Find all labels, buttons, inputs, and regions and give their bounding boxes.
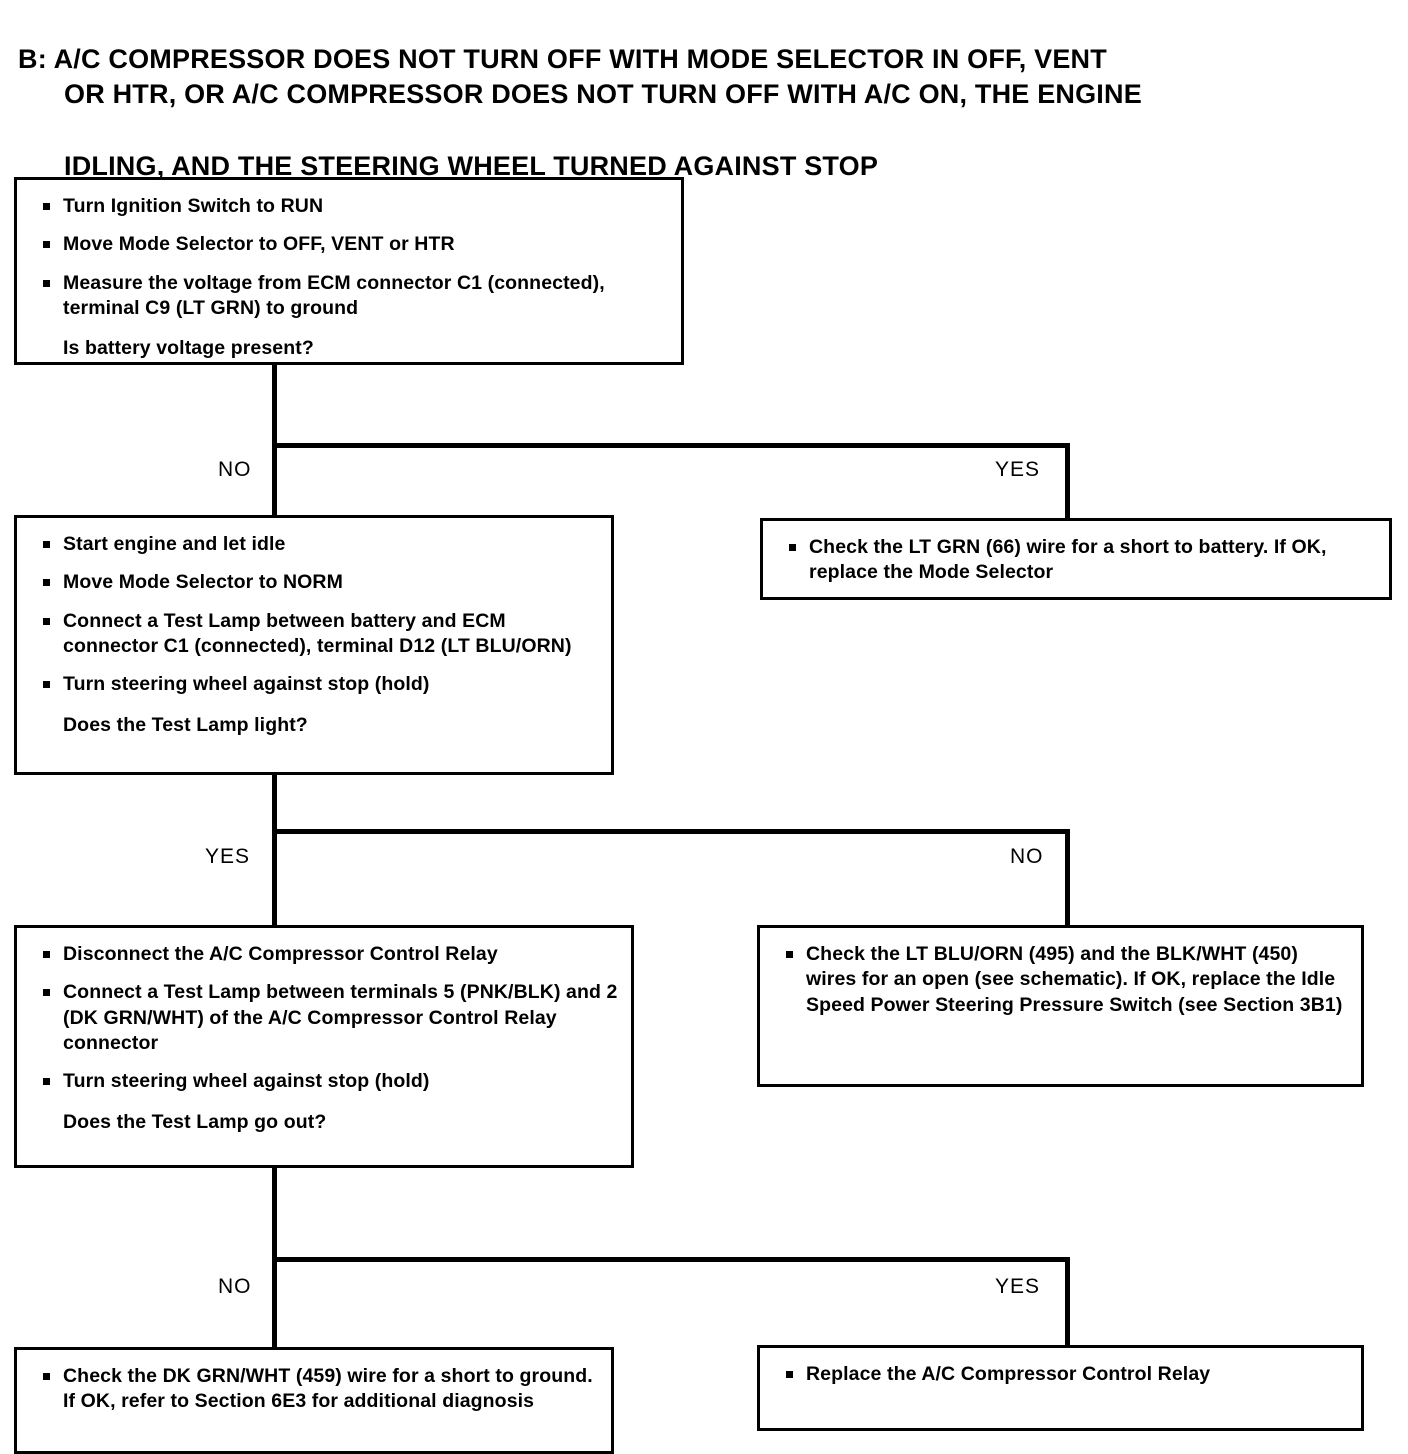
- list-item: Check the LT BLU/ORN (495) and the BLK/W…: [772, 942, 1349, 1018]
- list-item: Move Mode Selector to OFF, VENT or HTR: [29, 232, 669, 257]
- connector-step3-branch-bar: [272, 1257, 1070, 1262]
- list-item-text: Connect a Test Lamp between terminals 5 …: [63, 981, 618, 1055]
- connector-step3-stem: [272, 1168, 277, 1263]
- step-3-question: Does the Test Lamp go out?: [63, 1110, 327, 1133]
- list-item: Measure the voltage from ECM connector C…: [29, 271, 669, 322]
- list-item-text: Replace the A/C Compressor Control Relay: [806, 1363, 1211, 1385]
- list-item: Disconnect the A/C Compressor Control Re…: [29, 942, 619, 967]
- list-item: Replace the A/C Compressor Control Relay: [772, 1362, 1349, 1387]
- connector-step2-no-drop: [1065, 829, 1070, 925]
- bullet-icon: [43, 1373, 50, 1380]
- list-item-text: Start engine and let idle: [63, 533, 286, 555]
- step-3-yes-box: Replace the A/C Compressor Control Relay: [757, 1345, 1364, 1431]
- step-3-no-item-list: Check the DK GRN/WHT (459) wire for a sh…: [29, 1364, 599, 1415]
- step-3-box: Disconnect the A/C Compressor Control Re…: [14, 925, 634, 1168]
- connector-step3-yes-drop: [1065, 1257, 1070, 1349]
- step-1-yes-box: Check the LT GRN (66) wire for a short t…: [760, 518, 1392, 600]
- bullet-icon: [43, 1078, 50, 1086]
- title-line-2: OR HTR, OR A/C COMPRESSOR DOES NOT TURN …: [64, 79, 1142, 110]
- list-item-text: Check the DK GRN/WHT (459) wire for a sh…: [63, 1365, 593, 1413]
- bullet-icon: [43, 951, 50, 958]
- list-item-text: Connect a Test Lamp between battery and …: [63, 609, 572, 658]
- step-1-box: Turn Ignition Switch to RUN Move Mode Se…: [14, 177, 684, 365]
- list-item: Check the DK GRN/WHT (459) wire for a sh…: [29, 1364, 599, 1415]
- bullet-icon: [43, 579, 50, 587]
- connector-step2-branch-bar: [272, 829, 1070, 834]
- list-item-text: Check the LT BLU/ORN (495) and the BLK/W…: [806, 943, 1343, 1016]
- list-item: Turn steering wheel against stop (hold): [29, 1069, 619, 1094]
- list-item: Turn steering wheel against stop (hold): [29, 672, 599, 697]
- list-item: Connect a Test Lamp between terminals 5 …: [29, 980, 619, 1056]
- list-item-text: Check the LT GRN (66) wire for a short t…: [809, 536, 1327, 584]
- bullet-icon: [43, 989, 50, 997]
- list-item-text: Disconnect the A/C Compressor Control Re…: [63, 943, 498, 965]
- list-item: Connect a Test Lamp between battery and …: [29, 609, 599, 660]
- bullet-icon: [43, 681, 50, 689]
- list-item-text: Turn steering wheel against stop (hold): [63, 1070, 430, 1093]
- step-2-item-list: Start engine and let idle Move Mode Sele…: [29, 532, 599, 698]
- bullet-icon: [789, 544, 796, 551]
- branch-label-yes-1: YES: [995, 458, 1041, 481]
- list-item: Start engine and let idle: [29, 532, 599, 557]
- branch-label-no-2: NO: [1010, 845, 1044, 868]
- step-2-no-box: Check the LT BLU/ORN (495) and the BLK/W…: [757, 925, 1364, 1087]
- step-3-item-list: Disconnect the A/C Compressor Control Re…: [29, 942, 619, 1095]
- step-2-question: Does the Test Lamp light?: [63, 713, 308, 736]
- list-item: Turn Ignition Switch to RUN: [29, 194, 669, 219]
- list-item-text: Move Mode Selector to OFF, VENT or HTR: [63, 233, 455, 256]
- list-item-text: Move Mode Selector to NORM: [63, 571, 343, 594]
- step-2-box: Start engine and let idle Move Mode Sele…: [14, 515, 614, 775]
- branch-label-no-1: NO: [218, 458, 252, 481]
- connector-step1-yes-drop: [1065, 443, 1070, 518]
- bullet-icon: [43, 541, 50, 548]
- page-title: B: A/C COMPRESSOR DOES NOT TURN OFF WITH…: [18, 6, 1358, 220]
- list-item-text: Turn Ignition Switch to RUN: [63, 195, 324, 217]
- step-1-item-list: Turn Ignition Switch to RUN Move Mode Se…: [29, 194, 669, 321]
- connector-step1-branch-bar: [272, 443, 1070, 448]
- bullet-icon: [43, 203, 50, 210]
- branch-label-yes-3: YES: [995, 1275, 1041, 1298]
- list-item-text: Measure the voltage from ECM connector C…: [63, 271, 605, 320]
- connector-step3-no-drop: [272, 1257, 277, 1349]
- title-line-1: B: A/C COMPRESSOR DOES NOT TURN OFF WITH…: [18, 43, 1107, 74]
- step-2-no-item-list: Check the LT BLU/ORN (495) and the BLK/W…: [772, 942, 1349, 1018]
- connector-step1-no-drop: [272, 443, 277, 515]
- bullet-icon: [43, 279, 50, 287]
- branch-label-no-3: NO: [218, 1275, 252, 1298]
- bullet-icon: [43, 241, 50, 249]
- step-3-no-box: Check the DK GRN/WHT (459) wire for a sh…: [14, 1347, 614, 1454]
- list-item: Check the LT GRN (66) wire for a short t…: [775, 535, 1377, 586]
- bullet-icon: [786, 951, 793, 958]
- bullet-icon: [43, 617, 50, 625]
- title-line-3: IDLING, AND THE STEERING WHEEL TURNED AG…: [64, 150, 879, 181]
- list-item: Move Mode Selector to NORM: [29, 570, 599, 595]
- step-3-yes-item-list: Replace the A/C Compressor Control Relay: [772, 1362, 1349, 1387]
- connector-step2-stem: [272, 775, 277, 833]
- list-item-text: Turn steering wheel against stop (hold): [63, 673, 430, 696]
- connector-step2-yes-drop: [272, 829, 277, 925]
- bullet-icon: [786, 1371, 793, 1378]
- connector-step1-stem: [272, 365, 277, 447]
- step-1-question: Is battery voltage present?: [63, 337, 314, 360]
- branch-label-yes-2: YES: [205, 845, 251, 868]
- step-1-yes-item-list: Check the LT GRN (66) wire for a short t…: [775, 535, 1377, 586]
